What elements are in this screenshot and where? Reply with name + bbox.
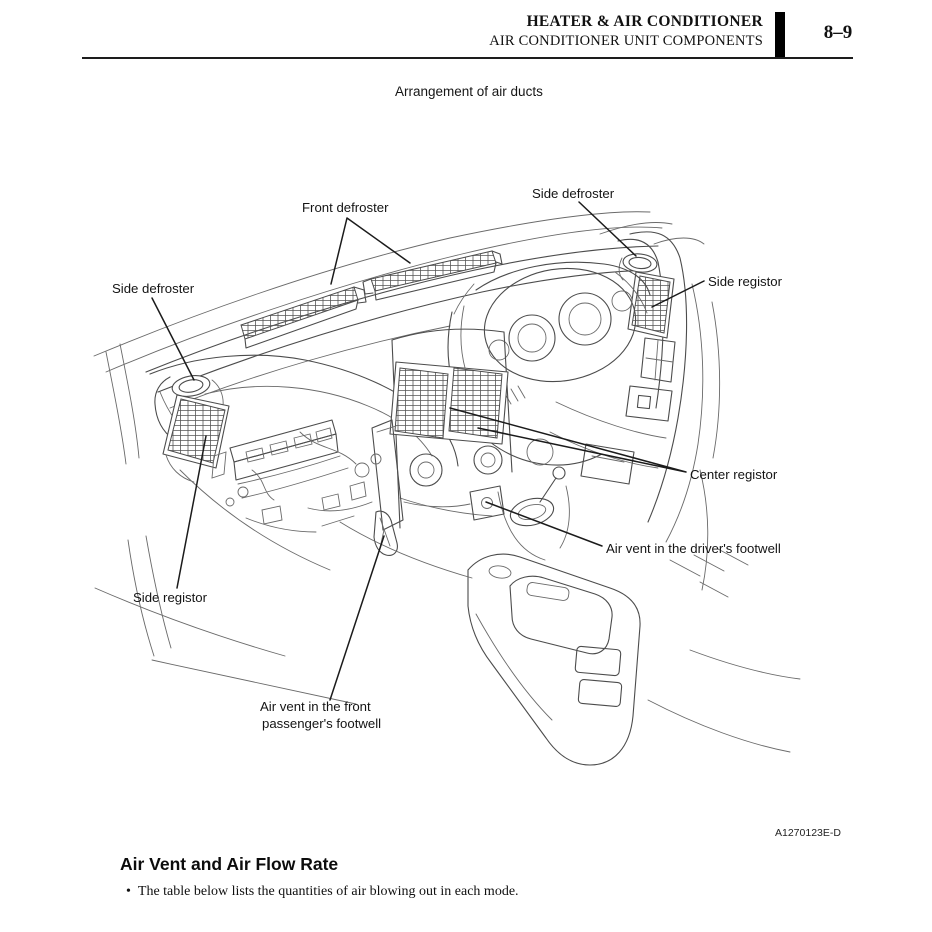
figure-code: A1270123E-D [775, 827, 841, 839]
side-register-left [162, 394, 230, 483]
instrument-cluster [475, 261, 651, 383]
knee-panel-right [549, 401, 667, 485]
section-heading: Air Vent and Air Flow Rate [120, 854, 339, 874]
heater-unit-assembly [211, 419, 505, 556]
floor-console [467, 553, 641, 766]
figure-caption: Arrangement of air ducts [395, 84, 543, 99]
header-chapter-title: HEATER & AIR CONDITIONER [526, 13, 763, 30]
floor-and-pillar-lines [94, 343, 801, 753]
windshield-lines [93, 211, 705, 373]
front-defroster-duct-left [240, 286, 367, 349]
label-front-defroster: Front defroster [302, 200, 389, 215]
label-passenger-footwell-line1: Air vent in the front [260, 699, 371, 714]
front-defroster-duct-right [362, 250, 503, 301]
side-defroster-vent-right [618, 253, 658, 281]
label-side-defroster-left: Side defroster [112, 281, 195, 296]
section-bullet: • The table below lists the quantities o… [126, 884, 519, 900]
label-side-registor-left: Side registor [133, 590, 208, 605]
header-divider-bar [775, 12, 785, 57]
leader-lines [151, 201, 705, 701]
gear-shifter [497, 466, 570, 561]
label-center-registor: Center registor [690, 467, 778, 482]
header-rule [82, 57, 853, 59]
bullet-marker: • [126, 884, 131, 899]
label-side-defroster-right: Side defroster [532, 186, 615, 201]
page-number: 8–9 [823, 22, 853, 43]
header-section-title: AIR CONDITIONER UNIT COMPONENTS [489, 33, 763, 49]
diagram-labels: Front defroster Side defroster Side defr… [112, 186, 783, 731]
label-side-registor-right: Side registor [708, 274, 783, 289]
label-passenger-footwell-line2: passenger's footwell [262, 716, 381, 731]
side-defroster-vent-left [154, 375, 224, 441]
center-stack [389, 328, 554, 529]
label-driver-footwell: Air vent in the driver's footwell [606, 541, 781, 556]
side-register-right [625, 271, 676, 422]
bullet-text: The table below lists the quantities of … [137, 884, 519, 899]
